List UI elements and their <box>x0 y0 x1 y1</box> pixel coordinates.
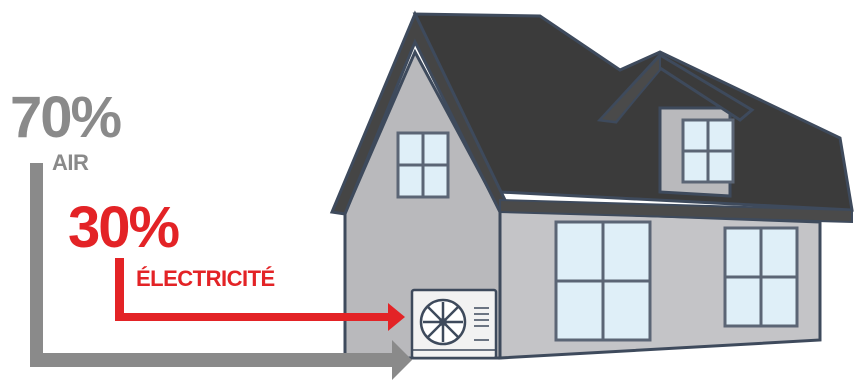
electricity-arrow-shape <box>115 258 405 331</box>
window-gable <box>396 131 450 199</box>
air-arrow <box>30 163 412 380</box>
electricity-label: ÉLECTRICITÉ <box>136 266 275 291</box>
dormer-roof-edge <box>597 53 661 124</box>
air-arrow-shape <box>30 163 412 380</box>
heat-pump-unit-icon <box>410 288 498 360</box>
electricity-percent: 30% <box>68 195 180 260</box>
electricity-arrow <box>115 258 405 331</box>
window-dormer <box>681 118 735 184</box>
house-illustration <box>329 10 854 360</box>
window-lower-left <box>554 220 652 342</box>
window-lower-right <box>723 226 799 328</box>
air-percent: 70% <box>10 85 122 150</box>
house-roof <box>412 12 854 212</box>
air-label: AIR <box>52 150 89 175</box>
unit-vent-slots <box>474 307 489 341</box>
house-eave <box>499 198 853 224</box>
